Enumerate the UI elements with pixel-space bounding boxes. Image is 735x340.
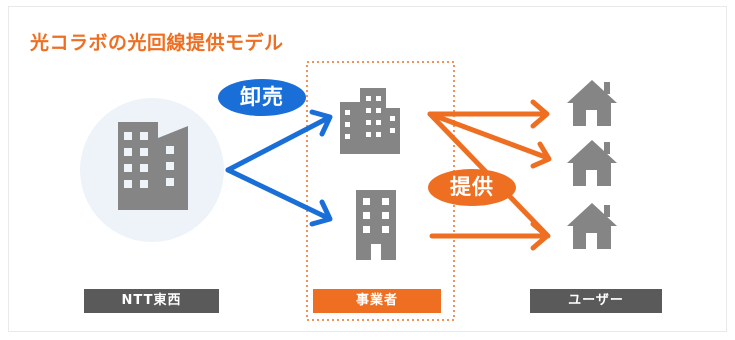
wholesale-badge: 卸売 bbox=[218, 79, 306, 116]
house-icon-1 bbox=[567, 80, 617, 126]
house-icon-2 bbox=[567, 140, 617, 186]
business-building-icon-2 bbox=[356, 190, 396, 260]
diagram-title: 光コラボの光回線提供モデル bbox=[30, 32, 284, 54]
business-building-icon-1 bbox=[340, 88, 400, 154]
ntt-building-icon bbox=[118, 122, 188, 210]
user-label: ユーザー bbox=[530, 289, 662, 313]
provide-badge: 提供 bbox=[428, 169, 516, 206]
house-icon-3 bbox=[567, 203, 617, 249]
ntt-label: NTT東西 bbox=[84, 289, 219, 313]
business-label: 事業者 bbox=[313, 289, 441, 313]
wholesale-arrows bbox=[225, 109, 333, 227]
